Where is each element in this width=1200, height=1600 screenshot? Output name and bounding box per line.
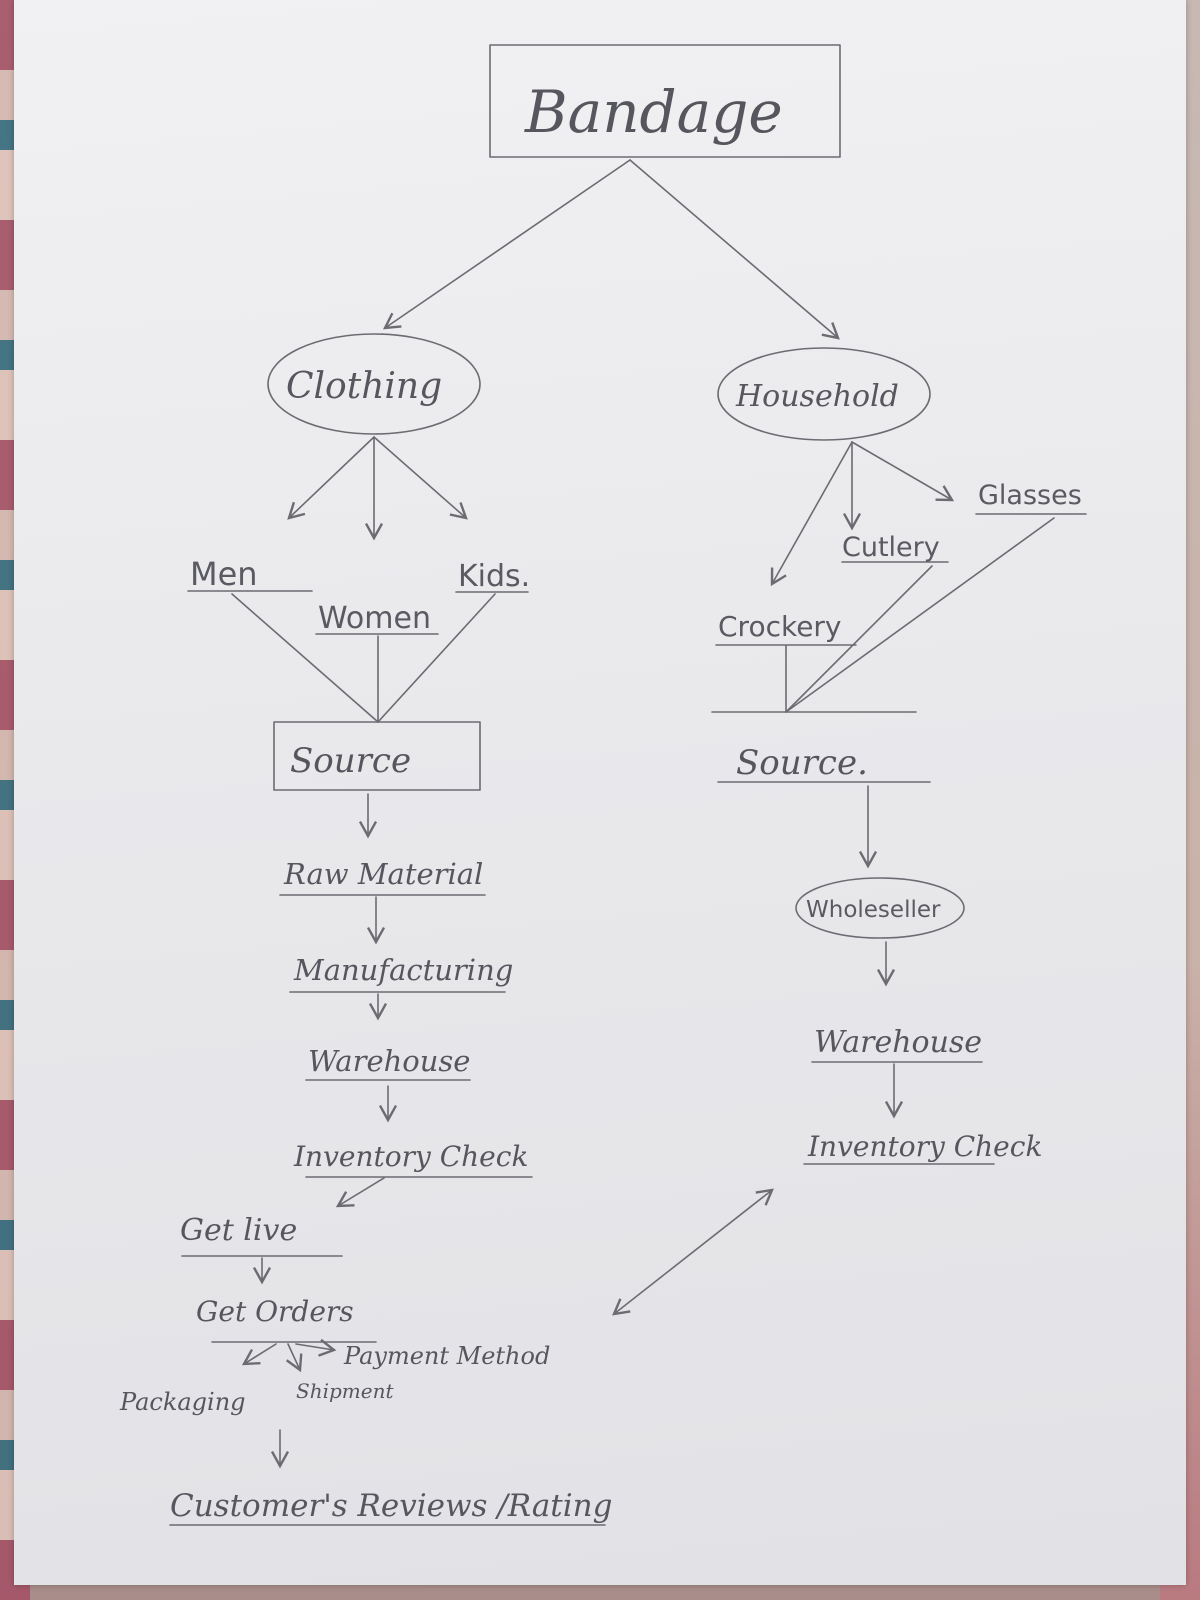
clothing-label: Clothing — [286, 366, 442, 407]
edge-kids-source — [377, 593, 496, 723]
subcategory-kids: Kids. — [458, 559, 530, 594]
edge-men-source — [231, 593, 379, 723]
clothing-flow-raw-material: Raw Material — [283, 857, 483, 891]
edge-clothing-kids — [373, 436, 468, 520]
subcategory-crockery: Crockery — [718, 610, 842, 643]
paper-sheet — [14, 0, 1186, 1585]
root-title: Bandage — [524, 78, 783, 146]
household-node — [717, 347, 931, 441]
edge-orders-packaging — [241, 1343, 277, 1366]
edge-root-household — [629, 159, 840, 340]
edge-clothing-men — [287, 436, 375, 520]
clothing-flow-get-live: Get live — [180, 1213, 297, 1248]
subcategory-women: Women — [318, 601, 431, 636]
subcategory-men: Men — [190, 555, 258, 593]
order-outcome-payment-method: Payment Method — [343, 1342, 550, 1370]
edge-inventory-getlive — [335, 1177, 385, 1208]
clothing-flow-source: Source — [290, 741, 411, 781]
edge-glasses-converge — [785, 517, 1055, 713]
edge-cutlery-converge — [785, 565, 933, 713]
household-flow-source: Source. — [736, 743, 868, 783]
household-flow-warehouse: Warehouse — [814, 1025, 982, 1060]
clothing-flow-inventory-check: Inventory Check — [293, 1140, 528, 1173]
edge-household-crockery — [770, 441, 853, 587]
clothing-final-reviews: Customer's Reviews /Rating — [170, 1488, 612, 1524]
edge-orders-shipment — [285, 1343, 303, 1373]
subcategory-cutlery: Cutlery — [842, 532, 940, 563]
clothing-node — [267, 333, 481, 435]
clothing-flow-get-orders: Get Orders — [196, 1295, 354, 1328]
clothing-flow-manufacturing: Manufacturing — [293, 953, 513, 987]
edge-household-orders-link — [612, 1188, 774, 1316]
clothing-source-box — [273, 721, 481, 791]
household-flow-wholeseller: Wholeseller — [806, 897, 941, 923]
root-box — [489, 44, 841, 158]
clothing-flow-warehouse: Warehouse — [308, 1044, 470, 1078]
edge-household-glasses — [851, 441, 955, 502]
edge-root-clothing — [382, 159, 631, 330]
order-outcome-shipment: Shipment — [296, 1379, 394, 1403]
household-flow-inventory-check: Inventory Check — [807, 1130, 1042, 1163]
wholeseller-node — [795, 877, 965, 939]
subcategory-glasses: Glasses — [978, 480, 1082, 511]
household-label: Household — [735, 379, 899, 414]
order-outcome-packaging: Packaging — [119, 1388, 246, 1416]
edge-orders-payment — [295, 1338, 337, 1357]
